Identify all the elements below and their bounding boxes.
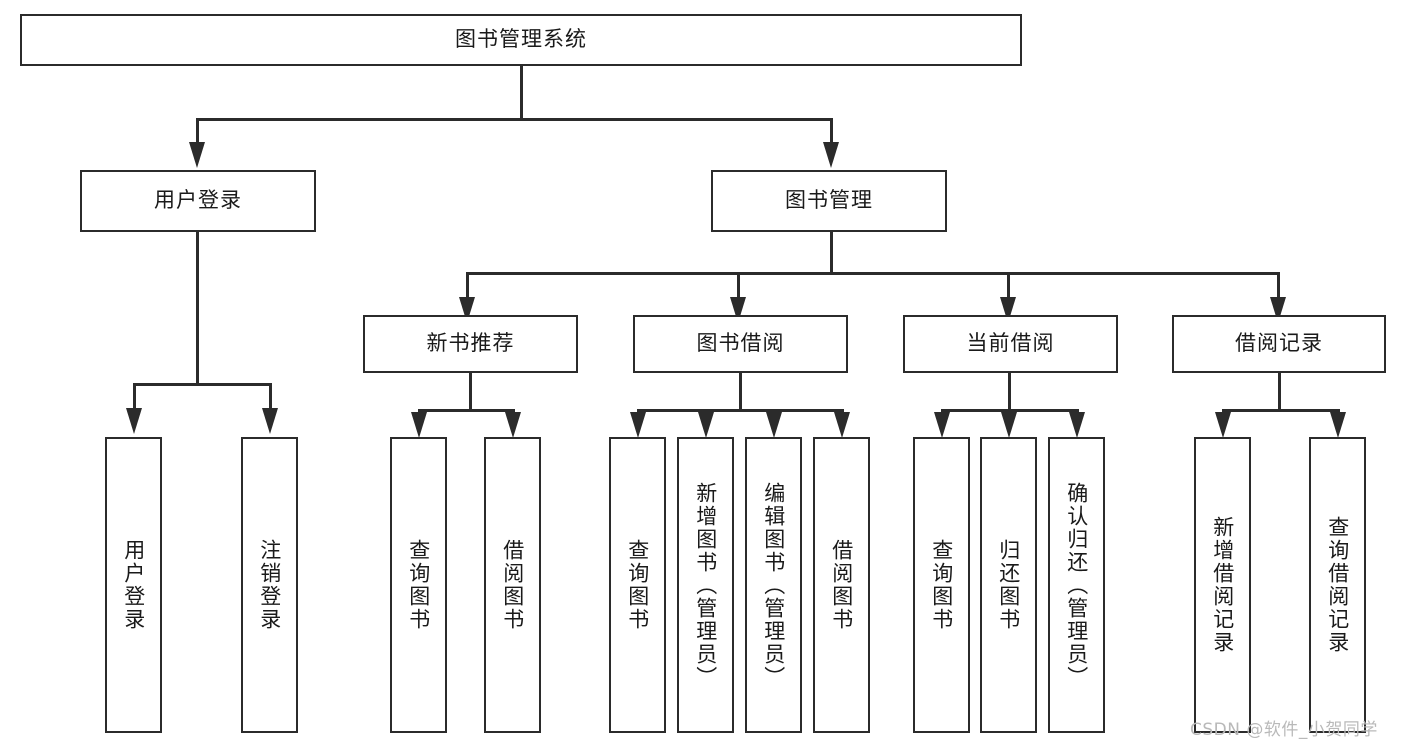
connector-root-trunk — [520, 66, 523, 118]
leaf-user-login[interactable]: 用户登录 — [105, 437, 162, 733]
connector-bookmgmt-bus — [466, 272, 1280, 275]
connector-bookmgmt-to-newbooks — [466, 272, 469, 298]
node-label: 确认归还（管理员） — [1064, 481, 1089, 689]
node-label: 查询借阅记录 — [1325, 516, 1350, 654]
node-label: 归还图书 — [996, 539, 1021, 631]
arrowhead-newbooks-to-leaf-2 — [505, 412, 521, 438]
arrowhead-root-to-bookmgmt — [823, 142, 839, 168]
node-borrow-records[interactable]: 借阅记录 — [1172, 315, 1386, 373]
arrowhead-current-to-leaf-1 — [934, 412, 950, 438]
connector-bookmgmt-to-current — [1007, 272, 1010, 298]
node-label: 用户登录 — [121, 539, 146, 631]
csdn-watermark: CSDN @软件_小贺同学 — [1190, 720, 1378, 740]
node-label: 当前借阅 — [966, 331, 1055, 356]
node-book-management[interactable]: 图书管理 — [711, 170, 947, 232]
leaf-query-book-current[interactable]: 查询图书 — [913, 437, 970, 733]
node-label: 新增图书（管理员） — [693, 481, 718, 689]
arrowhead-borrow-to-leaf-1 — [630, 412, 646, 438]
leaf-return-book[interactable]: 归还图书 — [980, 437, 1037, 733]
arrowhead-records-to-leaf-2 — [1330, 412, 1346, 438]
connector-bookmgmt-to-records — [1277, 272, 1280, 298]
connector-borrow-trunk — [739, 373, 742, 409]
node-label: 编辑图书（管理员） — [761, 481, 786, 689]
arrowhead-current-to-leaf-3 — [1069, 412, 1085, 438]
node-label: 图书借阅 — [696, 331, 785, 356]
node-label: 新增借阅记录 — [1210, 516, 1235, 654]
leaf-edit-book-admin[interactable]: 编辑图书（管理员） — [745, 437, 802, 733]
node-label: 借阅图书 — [829, 539, 854, 631]
node-label: 新书推荐 — [426, 331, 515, 356]
connector-login-to-leaf-2 — [269, 383, 272, 409]
node-user-login[interactable]: 用户登录 — [80, 170, 316, 232]
leaf-borrow-book-newbooks[interactable]: 借阅图书 — [484, 437, 541, 733]
node-book-borrow[interactable]: 图书借阅 — [633, 315, 848, 373]
connector-newbooks-trunk — [469, 373, 472, 409]
node-label: 图书管理 — [785, 188, 873, 213]
node-label: 图书管理系统 — [455, 27, 587, 52]
node-label: 查询图书 — [929, 539, 954, 631]
arrowhead-newbooks-to-leaf-1 — [411, 412, 427, 438]
arrowhead-records-to-leaf-1 — [1215, 412, 1231, 438]
node-label: 借阅图书 — [500, 539, 525, 631]
connector-login-trunk — [196, 232, 199, 383]
connector-newbooks-bus — [418, 409, 514, 412]
node-label: 注销登录 — [257, 539, 282, 631]
connector-login-bus — [133, 383, 271, 386]
leaf-add-book-admin[interactable]: 新增图书（管理员） — [677, 437, 734, 733]
connector-bookmgmt-to-borrow — [737, 272, 740, 298]
leaf-logout[interactable]: 注销登录 — [241, 437, 298, 733]
leaf-query-book-borrow[interactable]: 查询图书 — [609, 437, 666, 733]
node-root-system[interactable]: 图书管理系统 — [20, 14, 1022, 66]
node-label: 用户登录 — [154, 188, 242, 213]
connector-records-trunk — [1278, 373, 1281, 409]
node-current-borrow[interactable]: 当前借阅 — [903, 315, 1118, 373]
arrowhead-root-to-login — [189, 142, 205, 168]
leaf-query-borrow-record[interactable]: 查询借阅记录 — [1309, 437, 1366, 733]
connector-root-to-bookmgmt — [830, 118, 833, 144]
arrowhead-borrow-to-leaf-4 — [834, 412, 850, 438]
node-new-book-recommend[interactable]: 新书推荐 — [363, 315, 578, 373]
leaf-query-book-newbooks[interactable]: 查询图书 — [390, 437, 447, 733]
connector-records-bus — [1222, 409, 1339, 412]
connector-login-to-leaf-1 — [133, 383, 136, 409]
arrowhead-login-to-leaf-2 — [262, 408, 278, 434]
leaf-confirm-return-admin[interactable]: 确认归还（管理员） — [1048, 437, 1105, 733]
connector-root-to-login — [196, 118, 199, 144]
arrowhead-login-to-leaf-1 — [126, 408, 142, 434]
node-label: 查询图书 — [625, 539, 650, 631]
connector-borrow-bus — [637, 409, 842, 412]
arrowhead-current-to-leaf-2 — [1001, 412, 1017, 438]
connector-bookmgmt-trunk — [830, 232, 833, 272]
leaf-add-borrow-record[interactable]: 新增借阅记录 — [1194, 437, 1251, 733]
arrowhead-borrow-to-leaf-3 — [766, 412, 782, 438]
node-label: 查询图书 — [406, 539, 431, 631]
node-label: 借阅记录 — [1235, 331, 1323, 356]
leaf-borrow-book[interactable]: 借阅图书 — [813, 437, 870, 733]
connector-root-bus — [196, 118, 832, 121]
arrowhead-borrow-to-leaf-2 — [698, 412, 714, 438]
connector-current-trunk — [1008, 373, 1011, 409]
